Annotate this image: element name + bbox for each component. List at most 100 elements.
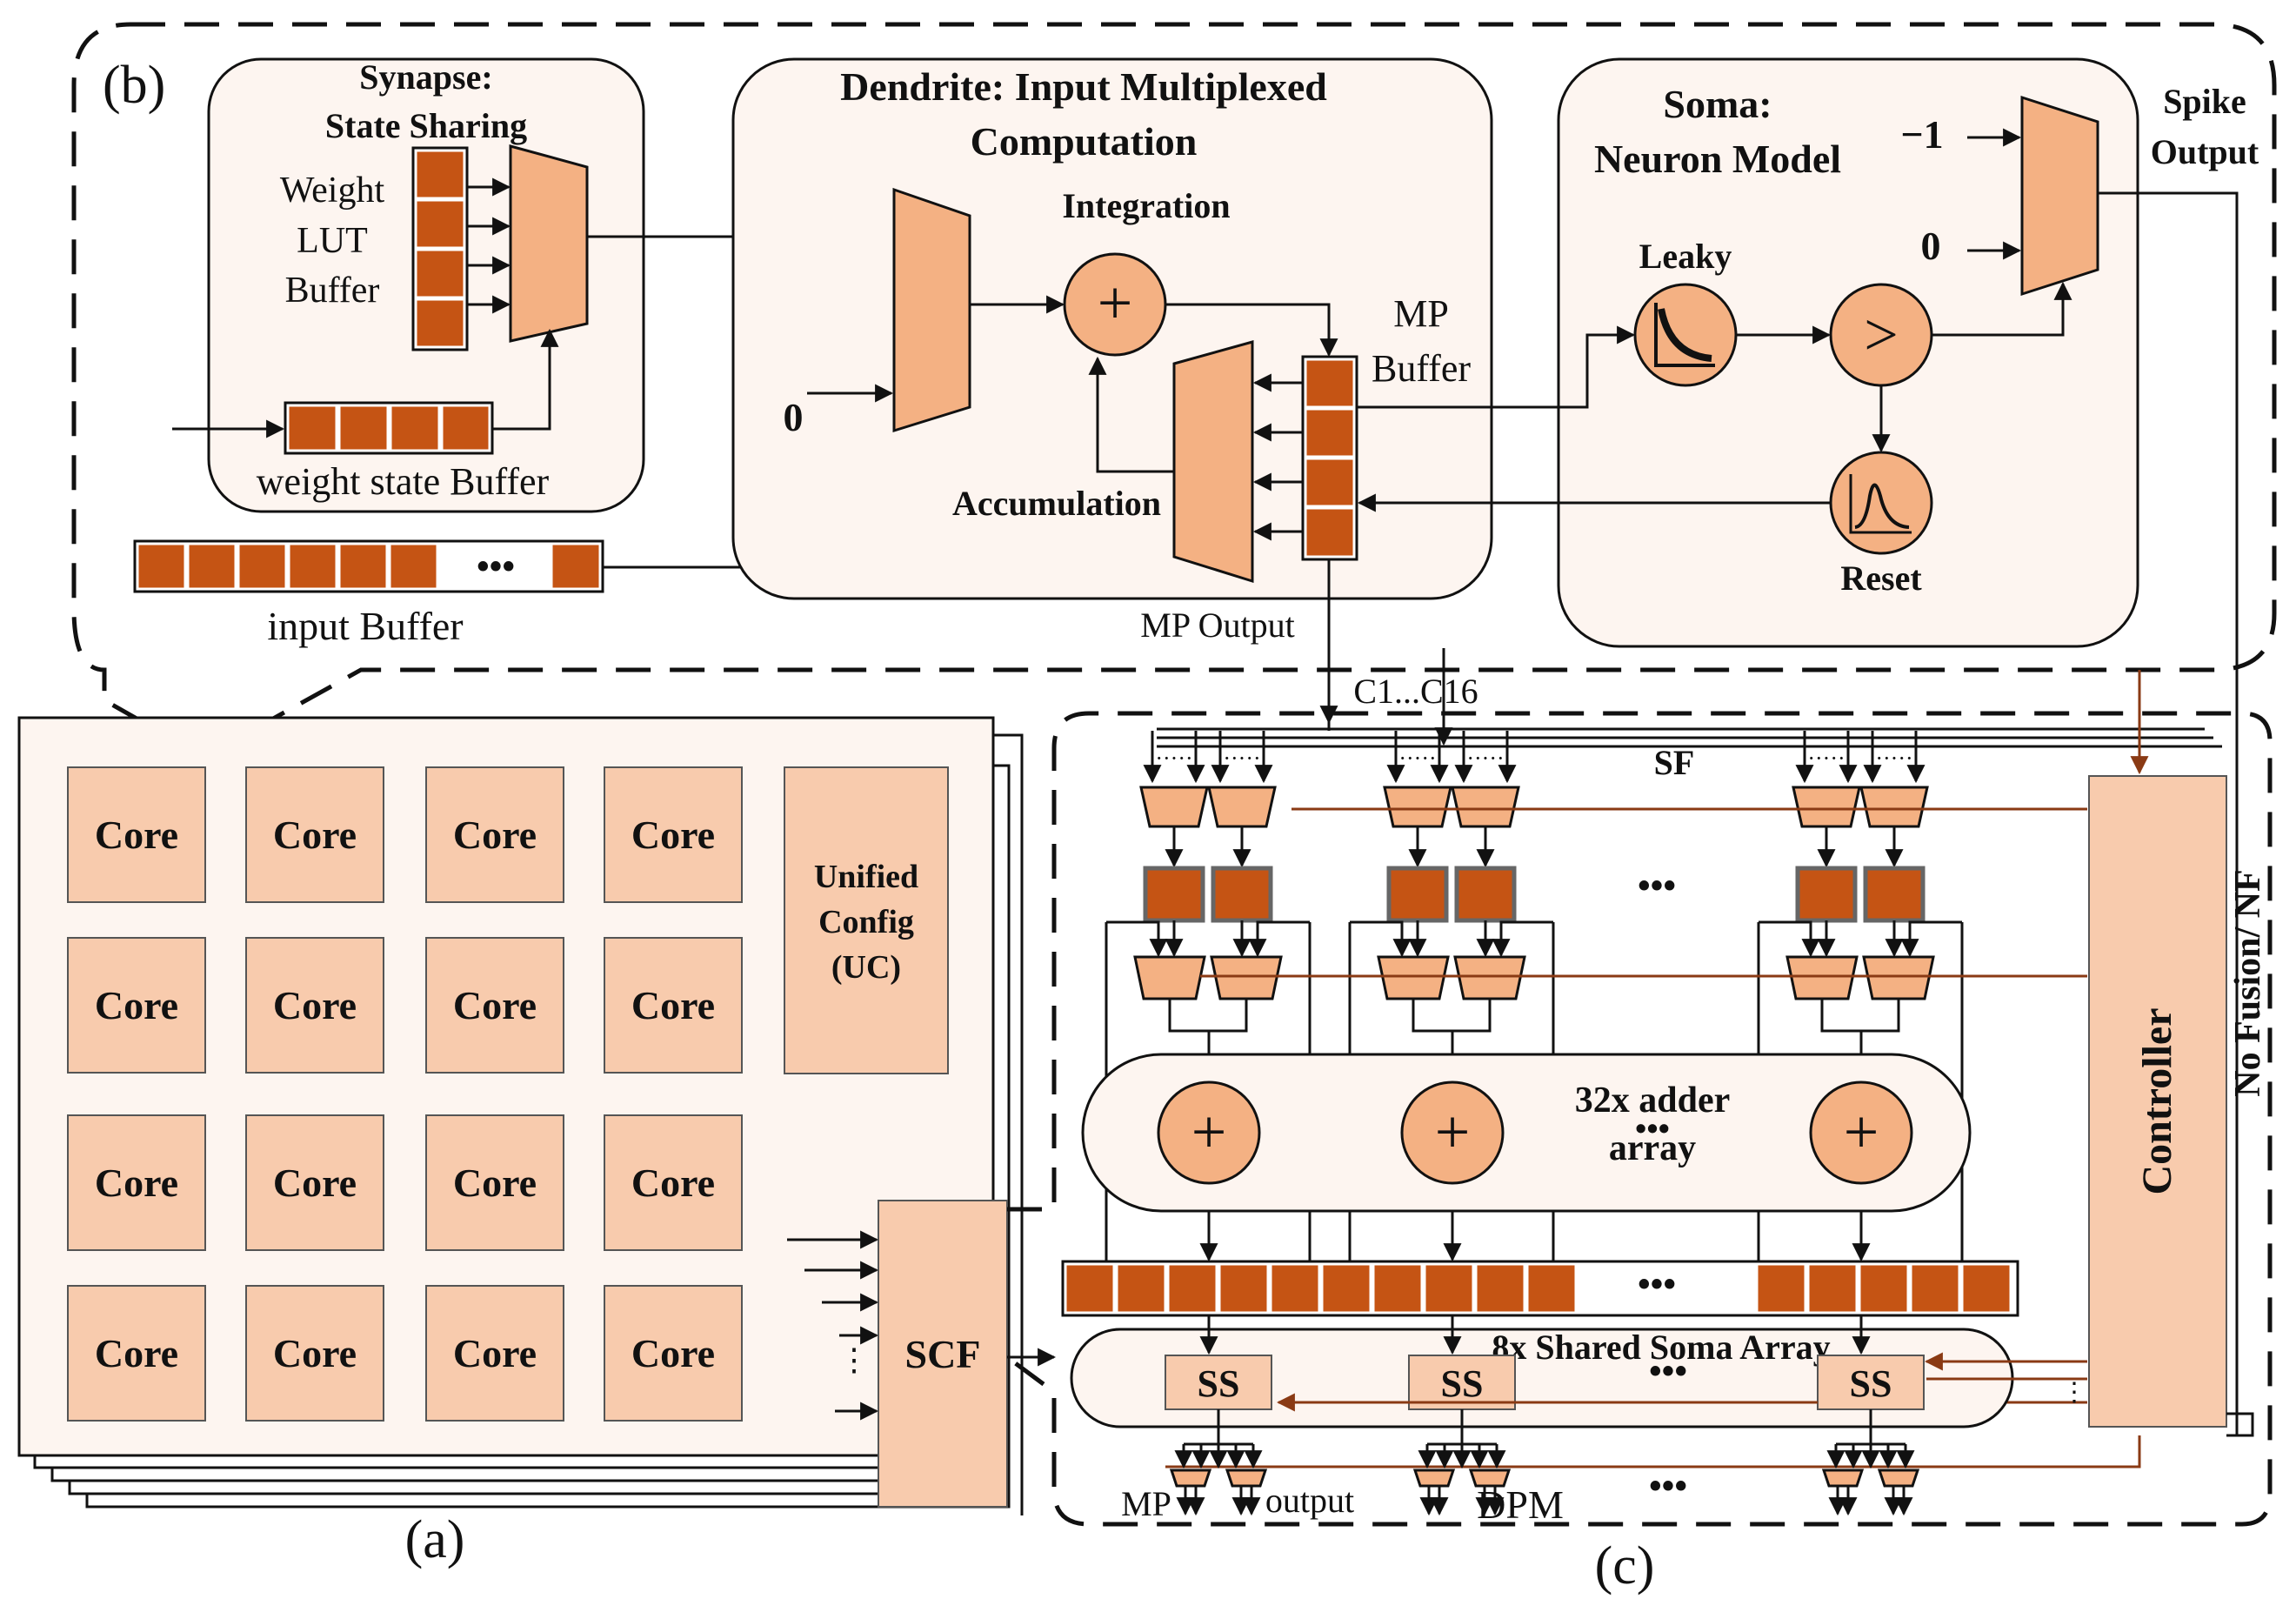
core-block	[425, 1114, 564, 1251]
mux-input-dots: ·····	[1466, 746, 1504, 771]
mp-buffer-label-1: MP	[1393, 292, 1449, 335]
integration-label: Integration	[1062, 186, 1230, 225]
core-label: Core	[631, 813, 715, 857]
synapse-title-2: State Sharing	[325, 106, 527, 145]
result-buffer-cell	[1755, 1262, 1807, 1315]
result-buffer-frame	[1061, 1260, 2019, 1317]
controller-block	[2088, 775, 2227, 1428]
leaky-unit	[1633, 283, 1738, 387]
dpm-mux	[1412, 1468, 1456, 1488]
sf-mux	[1792, 786, 1861, 828]
lane-dots: •••	[1638, 866, 1676, 907]
mp-output-label-2: output	[1265, 1481, 1354, 1520]
result-buffer-cell	[1320, 1262, 1372, 1315]
adder-array	[1081, 1053, 1972, 1213]
mux-input-dots: ·····	[1807, 746, 1845, 771]
core-block	[604, 766, 743, 903]
core-block	[245, 766, 384, 903]
core-label: Core	[95, 1331, 178, 1375]
sf-mux	[1859, 786, 1929, 828]
core-block	[67, 1285, 206, 1422]
result-buffer-cell	[1909, 1262, 1961, 1315]
unified-config-label-1: Unified	[814, 859, 918, 895]
core-block	[604, 1285, 743, 1422]
controller-label: Controller	[2134, 1007, 2180, 1194]
channel-label: C1...C16	[1353, 672, 1478, 711]
sf-mux	[1207, 786, 1277, 828]
adder-unit	[1809, 1080, 1913, 1185]
leaky-decay-icon	[1654, 303, 1715, 367]
spike-output-label-2: Output	[2151, 132, 2259, 171]
sf-register	[1795, 866, 1858, 923]
nf-mux	[1133, 955, 1206, 1000]
result-buffer-cell	[1372, 1262, 1424, 1315]
result-buffer-cell	[1474, 1262, 1526, 1315]
scf-input-dots: ⋮	[838, 1342, 870, 1377]
weight-state-buffer-label: weight state Buffer	[257, 460, 550, 503]
dpm-outputs	[1169, 1409, 1920, 1516]
zero-input: 0	[1921, 224, 1941, 268]
unified-config-label-2: Config	[818, 904, 914, 940]
core-grid: CoreCoreCoreCoreCoreCoreCoreCoreCoreCore…	[67, 766, 743, 1422]
scf-block	[878, 1200, 1008, 1508]
core-block	[67, 766, 206, 903]
mux-input-dots: ·····	[1398, 746, 1436, 771]
synapse-title-1: Synapse:	[359, 57, 492, 97]
soma-title-2: Neuron Model	[1594, 137, 1841, 181]
mux-input-dots: ·····	[1155, 746, 1192, 771]
spike-output-label-1: Spike	[2163, 82, 2246, 121]
input-buffer-label: input Buffer	[267, 604, 463, 648]
dpm-dots: •••	[1649, 1467, 1687, 1507]
dpm-mux	[1169, 1468, 1212, 1488]
comparator-symbol: >	[1864, 302, 1898, 369]
fusion-lanes: ······························	[1105, 731, 1964, 1262]
integration-plus: +	[1098, 268, 1133, 338]
nf-mux	[1785, 955, 1859, 1000]
shared-soma-unit	[1408, 1355, 1516, 1410]
minus-one-input: −1	[1900, 112, 1943, 157]
core-label: Core	[95, 813, 178, 857]
accumulation-mux	[1172, 340, 1254, 584]
dendrite-title-1: Dendrite: Input Multiplexed	[840, 64, 1327, 109]
core-label: Core	[95, 983, 178, 1027]
dendrite-input-mux	[892, 187, 971, 433]
nf-mux	[1862, 955, 1935, 1000]
result-buffer-cell	[1269, 1262, 1321, 1315]
soma-array-dots: •••	[1649, 1352, 1687, 1392]
core-block	[67, 1114, 206, 1251]
dpm-mux	[1821, 1468, 1865, 1488]
soma-title-1: Soma:	[1663, 82, 1772, 126]
adder-plus: +	[1435, 1097, 1471, 1167]
core-block	[245, 1285, 384, 1422]
result-buffer-cell	[1960, 1262, 2012, 1315]
adder-unit	[1400, 1080, 1505, 1185]
sf-register	[1211, 866, 1273, 923]
no-fusion-label: No Fusion/ NF	[2228, 869, 2268, 1096]
shared-soma-unit	[1817, 1355, 1925, 1410]
mp-output-label-1: MP	[1121, 1484, 1171, 1523]
panel-b-boundary	[71, 22, 2277, 759]
weight-lut-buffer	[411, 146, 469, 351]
core-label: Core	[453, 813, 537, 857]
leaky-label: Leaky	[1639, 237, 1732, 276]
core-label: Core	[273, 1331, 357, 1375]
shared-soma-array-label: 8x Shared Soma Array	[1492, 1328, 1830, 1367]
sf-mux	[1139, 786, 1209, 828]
nf-mux	[1453, 955, 1526, 1000]
core-block	[67, 937, 206, 1074]
sf-register	[1386, 866, 1449, 923]
adder-units: +++	[1157, 1080, 1913, 1185]
core-block	[245, 937, 384, 1074]
result-buffer-cell	[1525, 1262, 1578, 1315]
dpm-mux	[1225, 1468, 1268, 1488]
result-buffer-dots: •••	[1638, 1265, 1676, 1305]
adder-array-dots: •••	[1635, 1111, 1670, 1147]
unified-config-block	[784, 766, 949, 1074]
weight-lut-label-1: Weight	[280, 171, 385, 211]
core-label: Core	[631, 983, 715, 1027]
result-buffer-cell	[1115, 1262, 1167, 1315]
weight-lut-label-3: Buffer	[285, 271, 380, 311]
accumulation-label: Accumulation	[952, 484, 1161, 523]
